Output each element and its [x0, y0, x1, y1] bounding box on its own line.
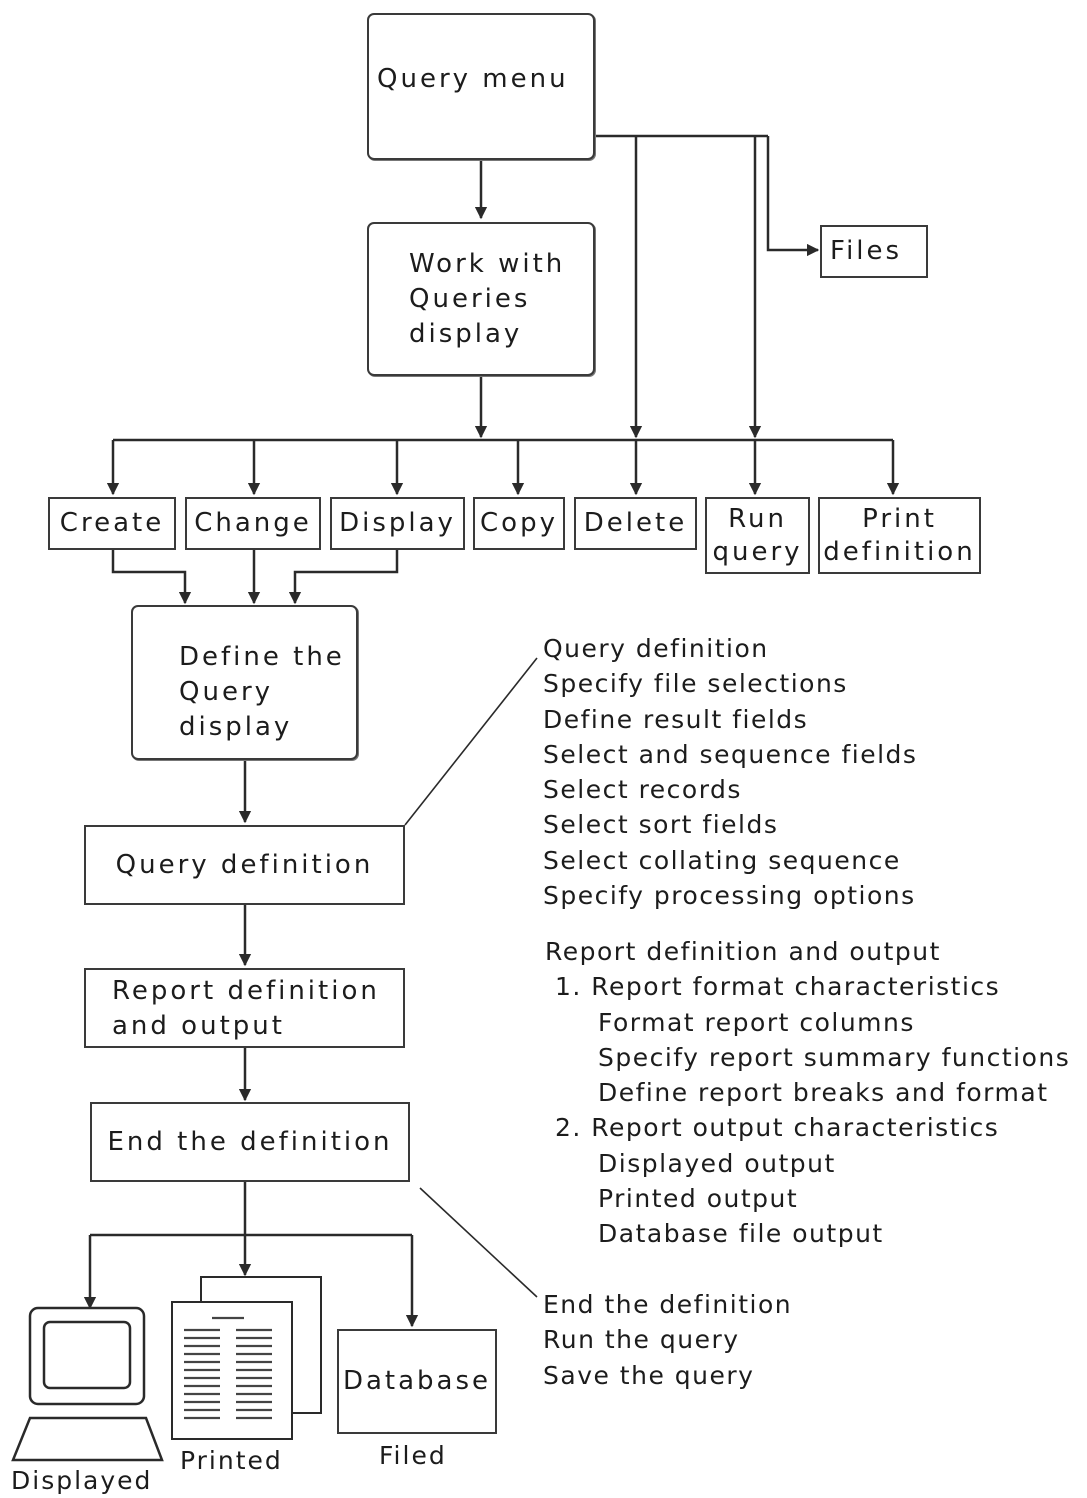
work-with-queries-box: Work with Queries display [367, 222, 595, 376]
qdef-step: Select and sequence fields [543, 739, 918, 769]
report-step: Define report breaks and format [598, 1078, 1049, 1108]
arrow-display-to-define [288, 550, 399, 605]
callout-line-end [419, 1187, 538, 1298]
monitor-icon [11, 1306, 164, 1462]
filed-caption: Filed [379, 1441, 447, 1470]
run-query-line-2: query [712, 536, 803, 567]
report-step: Printed output [598, 1184, 799, 1214]
report-definition-line-1: Report definition [112, 976, 380, 1006]
print-definition-line-2: definition [823, 536, 976, 567]
qdef-step: Select records [543, 775, 742, 805]
report-definition-box: Report definition and output [84, 968, 405, 1048]
end-step: End the definition [543, 1290, 793, 1319]
report-step: Displayed output [598, 1148, 836, 1178]
qdef-step: Specify file selections [543, 669, 848, 699]
query-definition-box: Query definition [84, 825, 405, 905]
report-step: Report definition and output [545, 937, 941, 966]
end-step: Save the query [543, 1360, 755, 1390]
query-definition-label: Query definition [115, 849, 374, 880]
arrow-menu-to-files [766, 136, 820, 257]
display-box: Display [330, 497, 465, 550]
create-box: Create [48, 497, 176, 550]
print-definition-box: Print definition [818, 497, 981, 574]
qdef-step: Specify processing options [543, 881, 916, 911]
report-step: 2. Report output characteristics [555, 1113, 1000, 1143]
printed-caption: Printed [180, 1446, 283, 1475]
define-query-line-2: Query [179, 677, 274, 707]
end-definition-box: End the definition [90, 1102, 410, 1182]
files-label: Files [830, 236, 903, 266]
run-query-line-1: Run [728, 503, 787, 534]
delete-box: Delete [574, 497, 697, 550]
printed-pages-icon [171, 1276, 322, 1440]
work-with-line-2: Queries [409, 284, 531, 314]
change-box: Change [185, 497, 321, 550]
end-definition-label: End the definition [107, 1126, 393, 1157]
define-query-box: Define the Query display [131, 605, 358, 760]
work-with-line-1: Work with [409, 249, 566, 279]
printed-text-lines [184, 1316, 272, 1420]
change-label: Change [194, 508, 312, 538]
report-step: Specify report summary functions [598, 1042, 1071, 1072]
run-query-box: Run query [705, 497, 810, 574]
database-label: Database [342, 1366, 492, 1396]
arrow-create-to-define [111, 550, 192, 605]
callout-line-qdef [404, 657, 538, 826]
end-steps: End the definition Run the query Save th… [543, 1287, 792, 1393]
define-query-line-3: display [179, 712, 293, 742]
query-definition-steps: Query definition Specify file selections… [543, 631, 917, 913]
files-box: Files [820, 225, 928, 278]
copy-box: Copy [473, 497, 565, 550]
copy-label: Copy [480, 508, 558, 538]
delete-label: Delete [583, 508, 688, 538]
qdef-step: Select sort fields [543, 810, 779, 840]
database-box: Database [337, 1329, 497, 1434]
query-menu-label: Query menu [377, 64, 569, 94]
report-step: Format report columns [598, 1007, 915, 1037]
report-definition-line-2: and output [112, 1011, 285, 1041]
report-step: 1. Report format characteristics [555, 972, 1001, 1002]
work-with-line-3: display [409, 319, 523, 349]
define-query-line-1: Define the [179, 642, 345, 672]
displayed-caption: Displayed [11, 1466, 153, 1495]
qdef-step: Define result fields [543, 704, 809, 734]
report-step: Database file output [598, 1219, 884, 1249]
display-label: Display [339, 508, 456, 538]
create-label: Create [59, 508, 165, 538]
qdef-step: Select collating sequence [543, 845, 901, 875]
query-menu-box: Query menu [367, 13, 595, 160]
qdef-step: Query definition [543, 634, 769, 663]
print-definition-line-1: Print [862, 503, 937, 534]
end-step: Run the query [543, 1325, 740, 1355]
report-steps: Report definition and output 1. Report f… [545, 934, 1070, 1252]
